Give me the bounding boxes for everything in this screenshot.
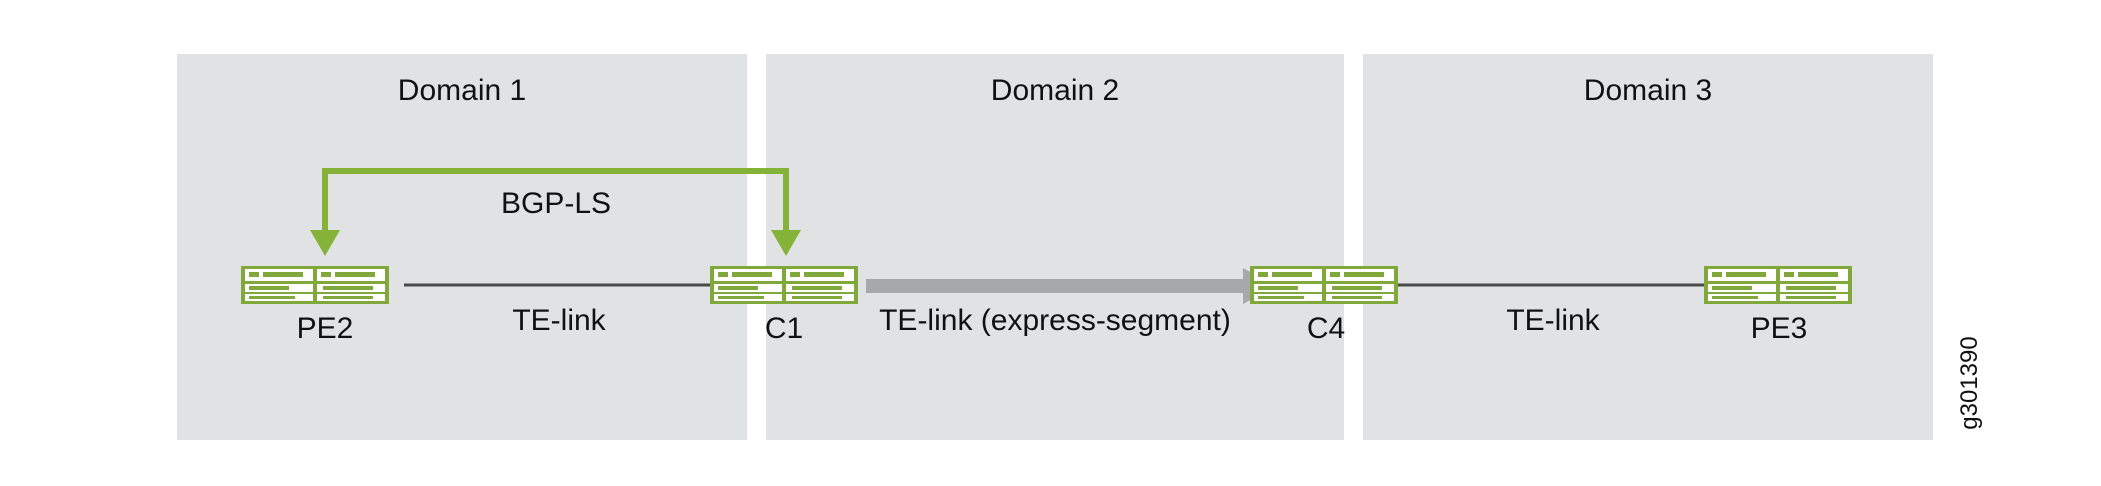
router-pe2-icon — [241, 266, 389, 304]
domain-1-box — [177, 54, 747, 440]
domain-2-title: Domain 2 — [991, 74, 1119, 107]
node-label-c4: C4 — [1307, 312, 1345, 345]
link-label-te-link-3: TE-link — [1506, 304, 1600, 337]
link-label-bgp-ls: BGP-LS — [501, 187, 611, 220]
router-c4-icon — [1250, 266, 1398, 304]
link-label-te-link-1: TE-link — [512, 304, 606, 337]
link-label-te-link-express: TE-link (express-segment) — [879, 304, 1231, 337]
domain-2-box — [766, 54, 1344, 440]
figure-id: g301390 — [1956, 336, 1983, 429]
node-label-pe2: PE2 — [297, 312, 354, 345]
bgp-ls-arrow — [310, 168, 801, 256]
domain-3-box — [1363, 54, 1933, 440]
node-label-pe3: PE3 — [1751, 312, 1808, 345]
domain-1-title: Domain 1 — [398, 74, 526, 107]
node-label-c1: C1 — [765, 312, 803, 345]
domain-3-title: Domain 3 — [1584, 74, 1712, 107]
router-c1-icon — [710, 266, 858, 304]
router-pe3-icon — [1704, 266, 1852, 304]
